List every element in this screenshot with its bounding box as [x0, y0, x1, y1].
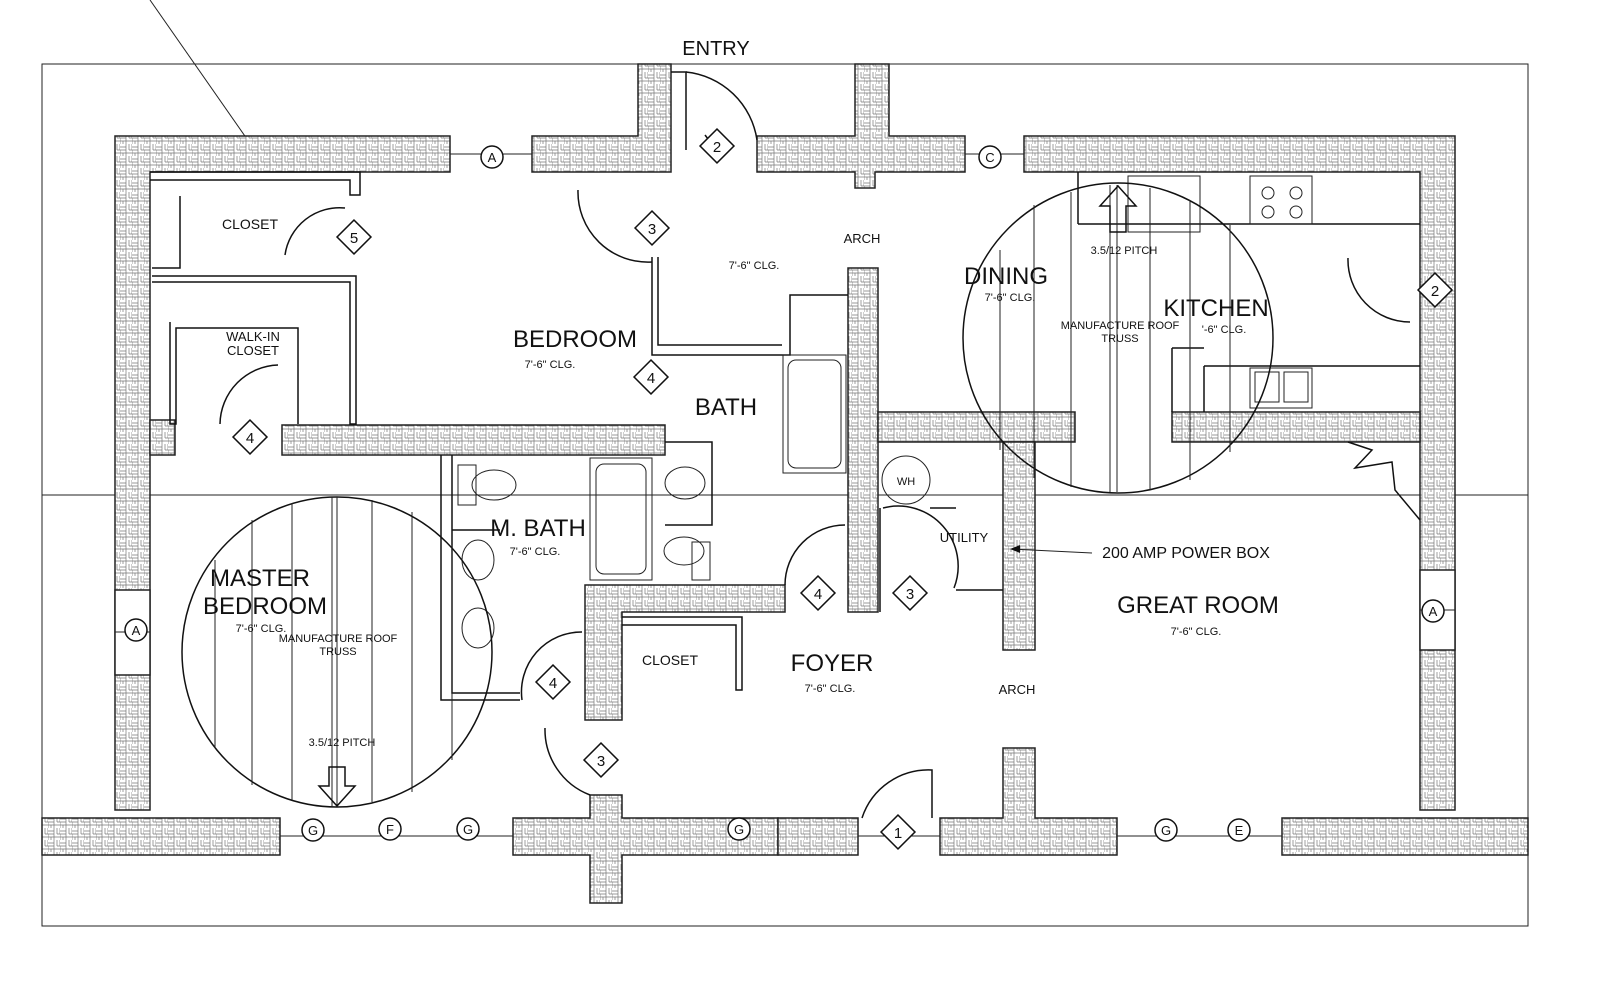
truss-right-line1: MANUFACTURE ROOF: [1061, 320, 1180, 332]
bedroom-label: BEDROOM: [513, 326, 637, 353]
door-tag-2-kitchen: 2: [1431, 283, 1439, 300]
door-tag-3-foyer: 3: [597, 753, 605, 770]
window-tag-a-right: A: [1429, 604, 1438, 619]
window-tag-a-top: A: [488, 150, 497, 165]
fixtures: [457, 175, 1313, 649]
master-bath-label: M. BATH: [490, 515, 586, 542]
window-tag-g-2: G: [463, 822, 473, 837]
master-bedroom-label-line2: BEDROOM: [203, 593, 327, 620]
dining-label: DINING: [964, 263, 1048, 290]
window-tag-g-3: G: [734, 822, 744, 837]
truss-left-line2: TRUSS: [319, 646, 356, 658]
door-tag-4-foyer: 4: [814, 586, 822, 603]
window-tag-f: F: [386, 822, 394, 837]
master-bedroom-ceiling: 7'-6" CLG.: [236, 623, 287, 635]
arch-top-label: ARCH: [844, 231, 881, 246]
interior-walls: [149, 267, 1421, 721]
window-tag-g-4: G: [1161, 823, 1171, 838]
pitch-right: 3.5/12 PITCH: [1091, 245, 1158, 257]
power-box-leader: [1011, 548, 1093, 554]
water-heater-label: WH: [897, 476, 915, 488]
truss-circle-left: [181, 496, 493, 808]
window-tag-g-1: G: [308, 823, 318, 838]
foyer-label: FOYER: [791, 650, 874, 677]
great-room-label: GREAT ROOM: [1117, 592, 1279, 619]
arch-bottom-label: ARCH: [999, 682, 1036, 697]
closet-foyer-label: CLOSET: [642, 652, 698, 668]
door-tag-4-bath: 4: [647, 370, 655, 387]
door-tag-4-mbath: 4: [549, 675, 557, 692]
walk-in-line1: WALK-IN: [226, 329, 280, 344]
entry-label: ENTRY: [682, 38, 749, 60]
power-box-arrow: [1010, 545, 1020, 553]
door-tag-1: 1: [894, 825, 902, 842]
foyer-ceiling: 7'-6" CLG.: [805, 683, 856, 695]
power-box-label: 200 AMP POWER BOX: [1102, 545, 1270, 562]
master-bath-ceiling: 7'-6" CLG.: [510, 546, 561, 558]
truss-circle-right: [962, 182, 1274, 494]
window-tags: [124, 145, 1445, 842]
dining-ceiling: 7'-6" CLG.: [985, 292, 1036, 304]
hall-ceiling: 7'-6" CLG.: [729, 260, 780, 272]
bath-label: BATH: [695, 394, 757, 421]
walk-in-line2: CLOSET: [227, 343, 279, 358]
door-tag-5: 5: [350, 230, 358, 247]
truss-left-line1: MANUFACTURE ROOF: [279, 633, 398, 645]
bedroom-ceiling: 7'-6" CLG.: [525, 359, 576, 371]
door-tag-3-bedroom: 3: [648, 221, 656, 238]
kitchen-label: KITCHEN: [1163, 295, 1268, 322]
master-bedroom-label-line1: MASTER: [210, 565, 310, 592]
great-room-ceiling: 7'-6" CLG.: [1171, 626, 1222, 638]
window-tag-e: E: [1235, 823, 1244, 838]
truss-right-line2: TRUSS: [1101, 333, 1138, 345]
kitchen-ceiling: '-6" CLG.: [1202, 324, 1247, 336]
closet-top-label: CLOSET: [222, 216, 278, 232]
door-tag-4-walkin: 4: [246, 430, 254, 447]
pitch-left: 3.5/12 PITCH: [309, 737, 376, 749]
door-tag-2-entry: 2: [713, 139, 721, 156]
window-tag-a-left: A: [132, 623, 141, 638]
window-tag-c: C: [985, 150, 994, 165]
exterior-walls: [41, 63, 1529, 904]
utility-label: UTILITY: [940, 530, 989, 545]
door-tag-3-utility: 3: [906, 586, 914, 603]
door-tags: [231, 127, 1454, 851]
